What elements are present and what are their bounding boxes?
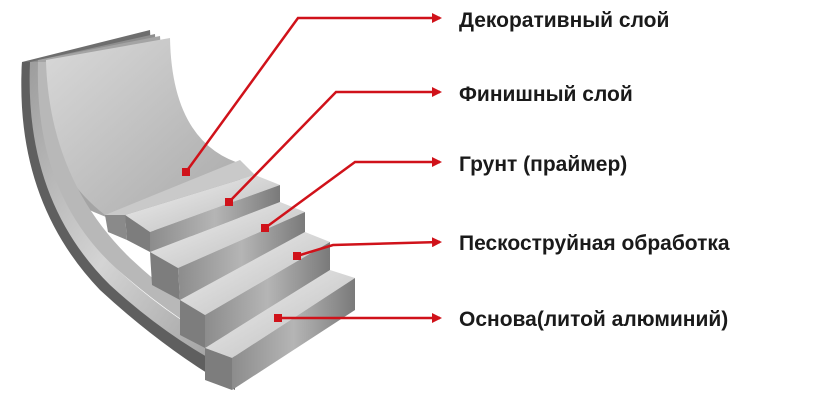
label-decorative-layer: Декоративный слой [459, 9, 670, 32]
step-base-face [205, 348, 232, 390]
step-sandblast-face [180, 300, 205, 348]
step-sandblast-top [180, 232, 330, 315]
label-finish-layer: Финишный слой [459, 83, 633, 106]
arrow-finish [228, 87, 442, 203]
leader-arrows [184, 13, 442, 323]
pan-wall-inner [45, 38, 245, 215]
pan-body-curve-3 [37, 62, 236, 352]
arrow-sandblast [296, 237, 442, 258]
step-decorative-top [105, 160, 255, 215]
arrow-primer [264, 157, 442, 230]
step-finish-face [125, 215, 150, 252]
label-sandblast: Пескоструйная обработка [459, 232, 730, 255]
step-primer-top [150, 202, 305, 268]
step-finish-side [150, 185, 280, 252]
step-sandblast-side [205, 242, 330, 348]
anchor-base [274, 314, 282, 322]
label-primer: Грунт (праймер) [459, 153, 628, 176]
step-primer-face [150, 252, 180, 300]
arrow-decorative [184, 13, 442, 173]
step-base-side [232, 278, 355, 390]
arrow-anchors [182, 168, 301, 322]
anchor-finish [225, 198, 233, 206]
pan-body-curve [21, 62, 235, 390]
label-base: Основа(литой алюминий) [459, 308, 729, 331]
anchor-decorative [182, 168, 190, 176]
anchor-primer [261, 224, 269, 232]
step-primer-side [178, 212, 305, 300]
step-decorative-face [105, 215, 127, 240]
anchor-sandblast [293, 252, 301, 260]
